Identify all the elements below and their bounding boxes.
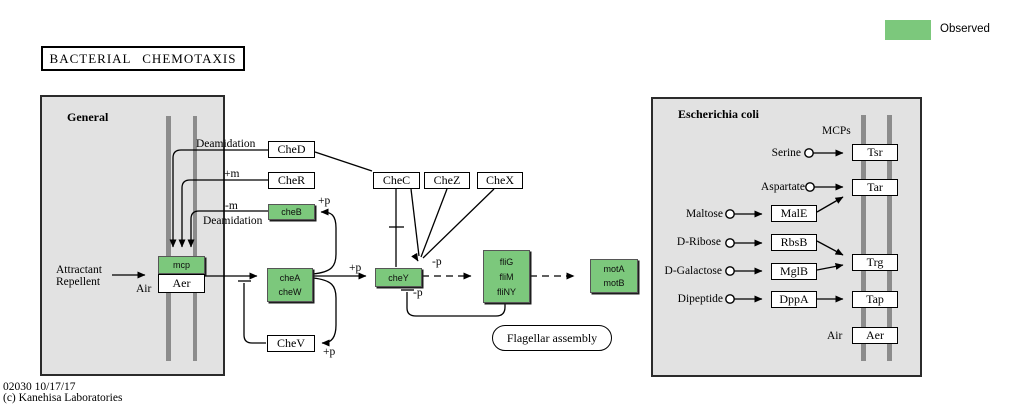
node-trg[interactable]: Trg <box>852 254 898 271</box>
compound-circle-maltose[interactable] <box>725 209 735 219</box>
node-tsr[interactable]: Tsr <box>852 144 898 161</box>
node-cher[interactable]: CheR <box>268 172 315 189</box>
ecoli-panel-title: Escherichia coli <box>678 107 759 121</box>
node-dppa[interactable]: DppA <box>771 291 817 308</box>
node-flig-label: fliG <box>499 256 514 267</box>
node-aer-general[interactable]: Aer <box>158 274 205 293</box>
membrane-bar <box>192 116 197 361</box>
edge-dephos-arrow <box>411 252 419 262</box>
node-mota-label: motA <box>603 264 625 274</box>
label-repellent: Repellent <box>56 276 101 288</box>
label-air-general: Air <box>136 283 152 295</box>
node-fliny-label: fliNY <box>496 286 516 297</box>
label-plus-m: +m <box>224 168 240 180</box>
node-aer-ecoli[interactable]: Aer <box>852 327 898 344</box>
flagellar-assembly-box[interactable]: Flagellar assembly <box>492 325 612 351</box>
node-chev[interactable]: CheV <box>267 335 315 352</box>
label-air-ecoli: Air <box>827 330 843 342</box>
node-chec[interactable]: CheC <box>373 172 420 189</box>
label-aspartate: Aspartate <box>760 181 805 193</box>
label-minus-m: -m <box>225 200 238 212</box>
label-mcps: MCPs <box>822 125 851 137</box>
compound-circle-aspartate[interactable] <box>805 182 815 192</box>
edge-cher-mcp <box>178 179 268 248</box>
label-plus-p-cheb: +p <box>318 195 331 207</box>
node-fli-complex[interactable]: fliG fliM fliNY <box>483 250 530 303</box>
compound-circle-serine[interactable] <box>804 148 814 158</box>
node-rbsb[interactable]: RbsB <box>771 234 817 251</box>
label-dipeptide: Dipeptide <box>677 293 723 305</box>
node-mcp[interactable]: mcp <box>158 256 205 274</box>
edge-chev-inhibit <box>243 283 266 344</box>
edge-chez-diag <box>420 188 448 258</box>
edge-chea-chev <box>312 277 337 347</box>
edge-cheb-mcp <box>187 210 268 248</box>
pathway-title: BACTERIAL CHEMOTAXIS <box>49 50 237 66</box>
node-flim-label: fliM <box>499 271 514 282</box>
label-plus-p-chev: +p <box>323 346 336 358</box>
node-male[interactable]: MalE <box>771 205 817 222</box>
legend-observed-label: Observed <box>940 23 990 35</box>
compound-circle-ribose[interactable] <box>725 238 735 248</box>
copyright: (c) Kanehisa Laboratories <box>3 392 123 404</box>
label-serine: Serine <box>771 147 801 159</box>
label-d-galactose: D-Galactose <box>664 265 722 277</box>
node-chez[interactable]: CheZ <box>424 172 470 189</box>
edge-chea-cheb <box>312 208 337 275</box>
membrane-bar <box>166 116 171 361</box>
label-attractant: Attractant <box>56 264 102 276</box>
map-id-date: 02030 10/17/17 <box>3 381 76 393</box>
label-minus-p-top: -p <box>432 256 442 268</box>
legend-observed-swatch <box>885 20 931 40</box>
label-deamidation-bottom: Deamidation <box>203 215 263 227</box>
label-deamidation-top: Deamidation <box>196 138 256 150</box>
membrane-bar <box>861 115 866 361</box>
edge-ched-mcp <box>169 149 268 248</box>
edge-chec-diag <box>410 188 420 257</box>
general-panel-title: General <box>67 110 109 124</box>
node-chea-label: cheA <box>279 273 301 283</box>
node-chew-label: cheW <box>278 287 302 297</box>
label-minus-p-bottom: -p <box>413 287 423 299</box>
edge-mglb-trg <box>816 262 844 271</box>
compound-circle-galactose[interactable] <box>725 266 735 276</box>
node-tap[interactable]: Tap <box>852 291 898 308</box>
node-mglb[interactable]: MglB <box>771 263 817 280</box>
label-plus-p-chey: +p <box>349 262 362 274</box>
edge-chex-diag <box>422 188 495 259</box>
label-maltose: Maltose <box>685 208 723 220</box>
node-motb-label: motB <box>603 278 625 288</box>
node-ched[interactable]: CheD <box>268 141 315 158</box>
node-chea-chew[interactable]: cheA cheW <box>267 268 313 302</box>
node-cheb[interactable]: cheB <box>268 204 315 220</box>
node-chex[interactable]: CheX <box>477 172 523 189</box>
label-d-ribose: D-Ribose <box>676 236 721 248</box>
node-mot-complex[interactable]: motA motB <box>590 259 638 293</box>
pathway-title-box: BACTERIAL CHEMOTAXIS <box>41 46 245 71</box>
edge-male-tar <box>816 196 844 213</box>
membrane-bar <box>887 115 892 361</box>
compound-circle-dipeptide[interactable] <box>725 294 735 304</box>
node-tar[interactable]: Tar <box>852 179 898 196</box>
edge-fli-chey-feedback <box>406 292 506 317</box>
node-chey[interactable]: cheY <box>375 268 422 287</box>
edge-rbsb-trg <box>816 240 844 256</box>
edge-ched-chec <box>314 151 373 172</box>
